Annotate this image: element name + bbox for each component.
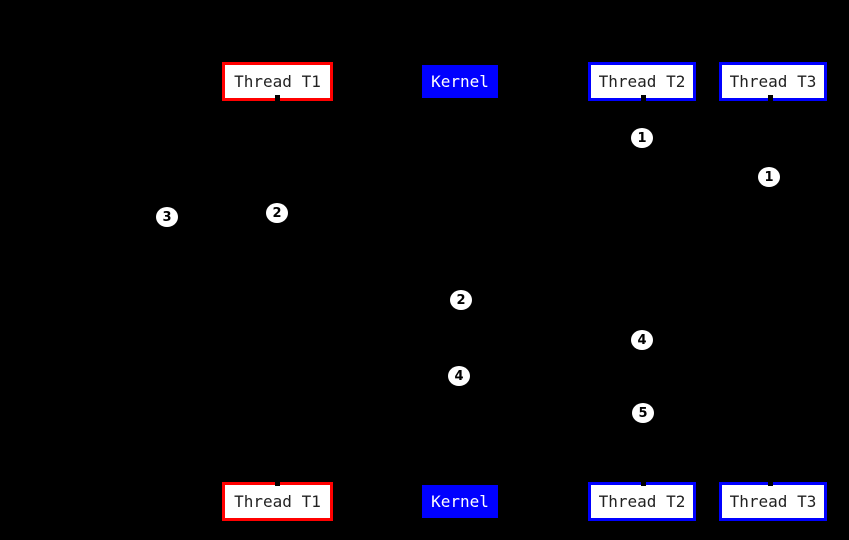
node-label: Kernel	[431, 492, 489, 511]
node-thread-t3-bottom: Thread T3	[719, 482, 827, 521]
node-thread-t3-top: Thread T3	[719, 62, 827, 101]
sequence-marker: 5	[632, 403, 654, 423]
marker-label: 2	[456, 292, 466, 308]
lifeline-notch	[768, 95, 773, 102]
node-kernel-bottom: Kernel	[422, 485, 498, 518]
node-label: Thread T2	[598, 72, 686, 91]
marker-label: 1	[764, 169, 774, 185]
marker-label: 4	[637, 332, 647, 348]
node-thread-t1-bottom: Thread T1	[222, 482, 333, 521]
node-label: Thread T1	[234, 492, 321, 511]
marker-label: 3	[162, 209, 172, 225]
sequence-marker: 3	[156, 207, 178, 227]
marker-label: 1	[637, 130, 647, 146]
node-label: Thread T1	[234, 72, 321, 91]
node-thread-t1-top: Thread T1	[222, 62, 333, 101]
node-kernel-top: Kernel	[422, 65, 498, 98]
lifeline-notch	[641, 479, 646, 486]
lifeline-notch	[275, 479, 280, 486]
node-label: Kernel	[431, 72, 489, 91]
node-label: Thread T3	[729, 492, 817, 511]
marker-label: 2	[272, 205, 282, 221]
sequence-marker: 4	[631, 330, 653, 350]
marker-label: 4	[454, 368, 464, 384]
sequence-marker: 1	[631, 128, 653, 148]
lifeline-notch	[768, 479, 773, 486]
lifeline-notch	[641, 95, 646, 102]
sequence-marker: 2	[450, 290, 472, 310]
node-label: Thread T2	[598, 492, 686, 511]
sequence-marker: 1	[758, 167, 780, 187]
lifeline-notch	[275, 95, 280, 102]
node-thread-t2-bottom: Thread T2	[588, 482, 696, 521]
marker-label: 5	[638, 405, 648, 421]
sequence-marker: 4	[448, 366, 470, 386]
node-label: Thread T3	[729, 72, 817, 91]
sequence-marker: 2	[266, 203, 288, 223]
